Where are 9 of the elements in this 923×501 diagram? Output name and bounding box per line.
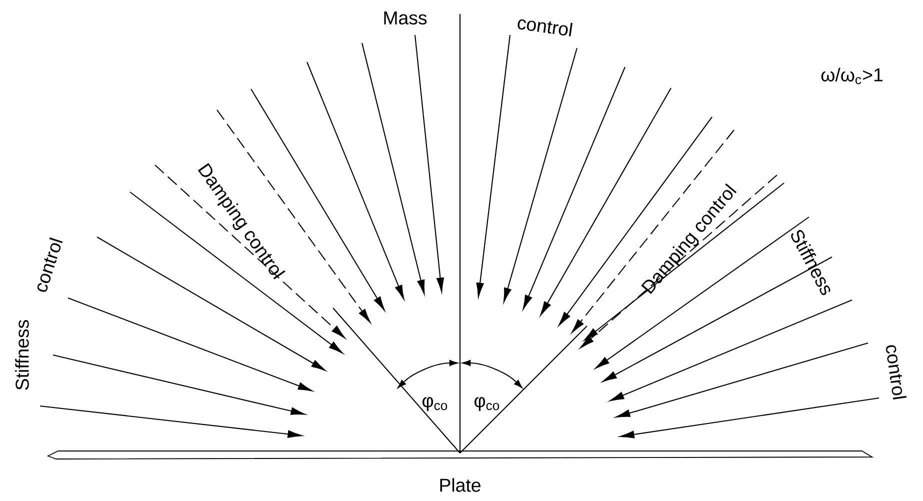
label: Mass xyxy=(384,12,427,25)
label: φ$_{co}$ xyxy=(474,397,500,411)
label: ω/ω$_{c}$>1 xyxy=(821,68,882,84)
label: control xyxy=(37,237,63,292)
label: Stiffness xyxy=(15,320,29,390)
label: control xyxy=(886,345,907,400)
label: control xyxy=(518,19,572,36)
label: φ$_{co}$ xyxy=(422,397,448,411)
node-label: Plate xyxy=(440,478,480,492)
